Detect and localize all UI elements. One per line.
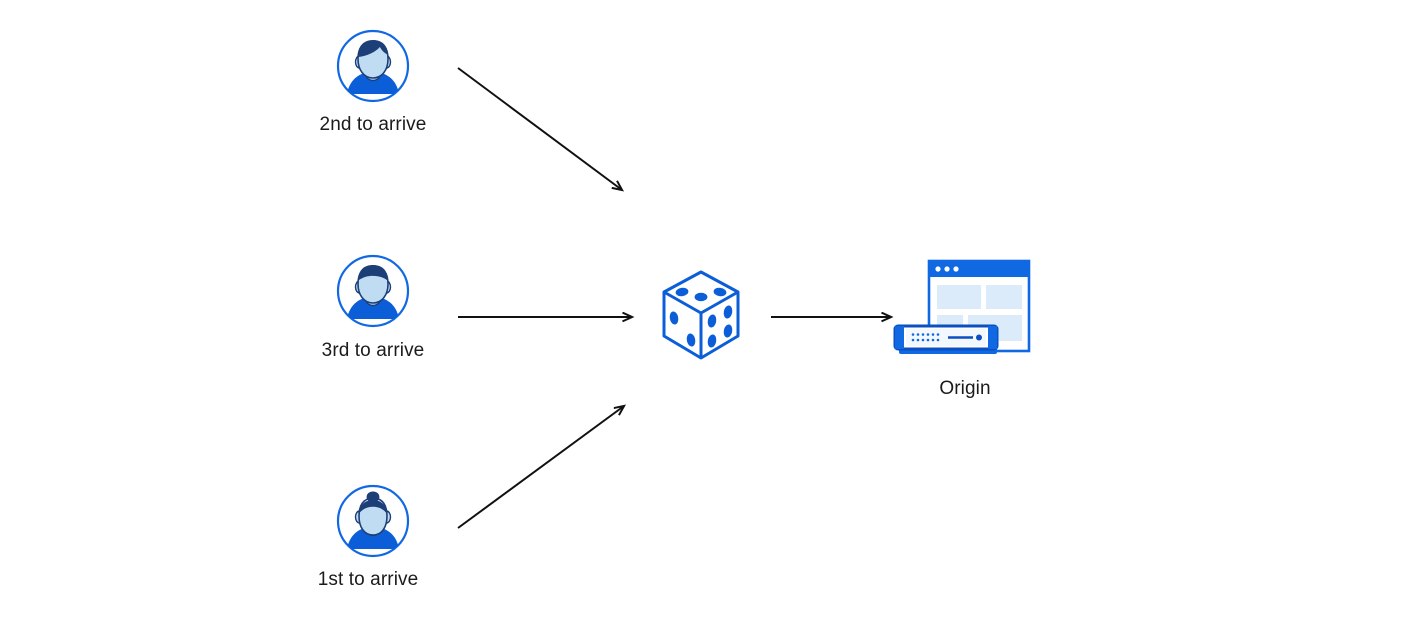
client-label-2nd: 2nd to arrive	[319, 114, 427, 135]
origin-server[interactable]	[893, 258, 1033, 368]
origin-label: Origin	[939, 378, 991, 399]
user-avatar-icon	[336, 254, 410, 328]
origin-server-icon	[893, 259, 1031, 354]
arrow-1st-to-dice	[457, 406, 624, 529]
dice-icon	[662, 270, 740, 360]
user-avatar-icon	[336, 29, 410, 103]
user-avatar-icon	[336, 484, 410, 558]
client-avatar-3rd[interactable]	[335, 253, 411, 329]
router-device-icon	[893, 324, 999, 354]
client-avatar-1st[interactable]	[335, 483, 411, 559]
client-avatar-2nd[interactable]	[335, 28, 411, 104]
client-label-1st: 1st to arrive	[317, 569, 419, 590]
randomizer-dice[interactable]	[658, 268, 744, 364]
client-label-3rd: 3rd to arrive	[321, 340, 425, 361]
arrow-2nd-to-dice	[457, 67, 622, 190]
